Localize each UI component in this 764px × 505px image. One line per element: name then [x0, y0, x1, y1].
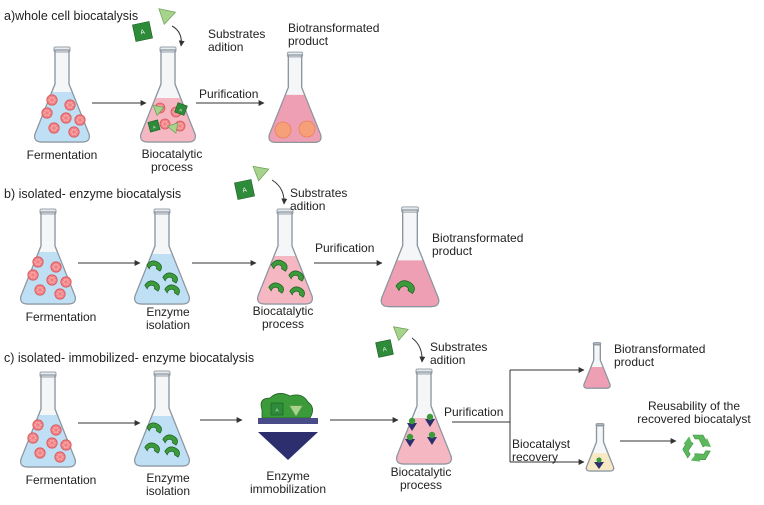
cell-icon [60, 439, 72, 451]
enzyme-icon [146, 422, 162, 434]
svg-text:A: A [382, 347, 387, 354]
cell-icon [46, 94, 58, 106]
flask-icon [257, 208, 313, 305]
flask-icon [20, 208, 76, 305]
substrate-square-icon: A [147, 119, 161, 133]
cell-icon [54, 451, 66, 463]
b-fermentation-label: Fermentation [25, 310, 97, 324]
cell-icon [34, 447, 46, 459]
enzyme-icon [289, 286, 305, 298]
carrier-triangle-icon [258, 432, 318, 460]
enzyme-icon [144, 442, 160, 454]
immobilized-enzyme-icon: A [258, 393, 318, 460]
enzyme-icon [288, 270, 304, 282]
enzyme-icon [268, 282, 284, 294]
cell-icon [48, 122, 60, 134]
substrate-triangle-icon [252, 165, 270, 182]
cell-icon [68, 126, 80, 138]
svg-text:A: A [140, 28, 146, 36]
cell-icon [60, 112, 72, 124]
enzyme-icon [270, 259, 288, 272]
flask-icon [134, 208, 190, 305]
cell-icon [27, 432, 39, 444]
substrate-triangle-icon [152, 104, 165, 117]
enzyme-icon [164, 284, 180, 296]
section-b-title: b) isolated- enzyme biocatalysis [4, 187, 182, 201]
enzyme-icon [164, 446, 180, 458]
substrate-triangle-icon [288, 405, 304, 418]
substrate-square-icon: A [174, 102, 188, 116]
arrow-icon [411, 337, 426, 363]
substrate-square-icon: A [132, 21, 153, 42]
cell-icon [64, 99, 76, 111]
a-purification-label: Purification [199, 87, 259, 101]
cell-icon [46, 274, 58, 286]
svg-text:A: A [153, 125, 157, 130]
cell-icon [27, 269, 39, 281]
b-purification-label: Purification [315, 241, 375, 255]
section-a-title: a)whole cell biocatalysis [4, 9, 139, 23]
svg-text:A: A [275, 408, 279, 413]
cell-icon [32, 419, 44, 431]
svg-text:A: A [179, 108, 183, 113]
flask-icon: AA [140, 46, 196, 143]
flask-icon [583, 342, 611, 389]
enzyme-icon [146, 260, 162, 272]
arrow-icon [271, 179, 288, 205]
flask-icon [268, 51, 322, 143]
flask-icon [34, 46, 90, 143]
arrow-icon [171, 25, 185, 47]
section-c-title: c) isolated- immobilized- enzyme biocata… [4, 351, 255, 365]
cell-icon [74, 114, 86, 126]
flask-icon [396, 368, 452, 465]
enzyme-icon [144, 280, 160, 292]
cell-icon [34, 284, 46, 296]
a-fermentation-label: Fermentation [26, 148, 98, 162]
flask-icon [380, 206, 440, 308]
enzyme-icon [395, 280, 415, 294]
cell-icon [41, 107, 53, 119]
substrate-triangle-icon [392, 326, 409, 342]
recycle-icon [682, 434, 711, 462]
cell-icon [50, 261, 62, 273]
enzyme-icon [162, 434, 178, 446]
c-fermentation-label: Fermentation [25, 473, 97, 487]
svg-text:A: A [242, 186, 248, 194]
substrate-triangle-icon [166, 122, 179, 134]
substrate-square-icon: A [375, 339, 394, 358]
cell-icon [32, 256, 44, 268]
enzyme-icon [162, 272, 178, 284]
substrate-square-icon: A [234, 179, 255, 200]
flask-icon [134, 370, 190, 467]
cell-icon [60, 276, 72, 288]
substrate-triangle-icon [158, 8, 177, 25]
cell-icon [50, 424, 62, 436]
flask-icon [585, 423, 615, 472]
c-purification-label: Purification [444, 405, 504, 419]
cell-icon [46, 437, 58, 449]
cell-icon [54, 288, 66, 300]
flask-icon [20, 371, 76, 468]
substrate-square-icon: A [270, 402, 284, 416]
